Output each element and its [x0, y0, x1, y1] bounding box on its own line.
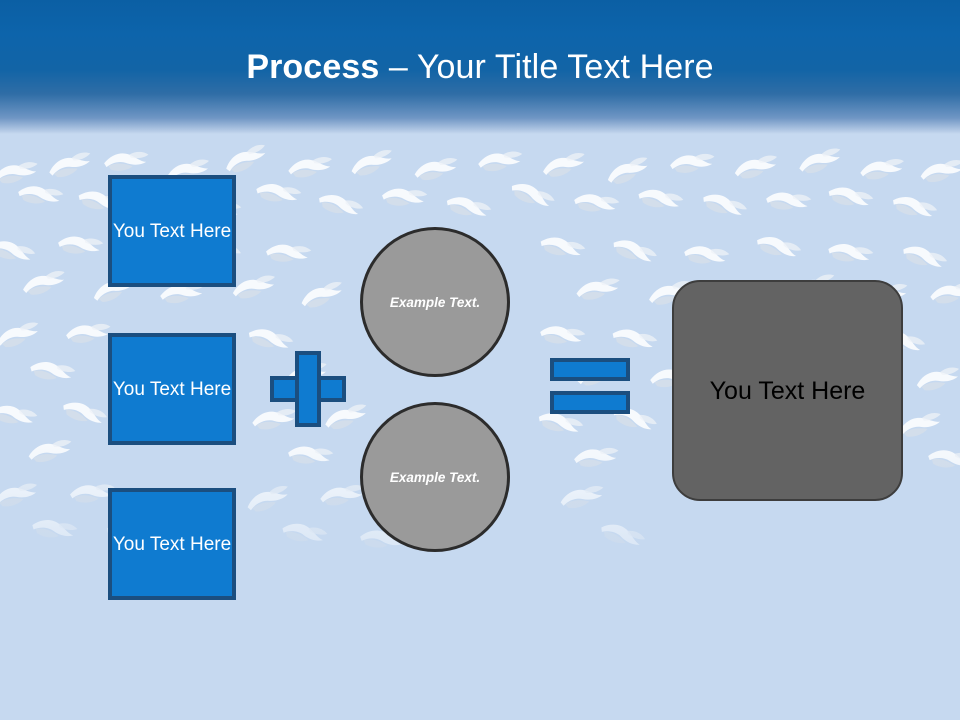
result-box-label: You Text Here	[709, 376, 866, 405]
slide-header-band	[0, 0, 960, 134]
equals-icon	[550, 358, 630, 414]
slide-title-rest: – Your Title Text Here	[379, 48, 714, 86]
input-box-1[interactable]: You Text Here	[108, 175, 236, 287]
slide-title-strong: Process	[246, 48, 380, 86]
input-box-2-label: You Text Here	[112, 378, 232, 400]
result-box[interactable]: You Text Here	[672, 280, 903, 501]
equals-icon-top-bar	[550, 358, 630, 381]
input-box-1-label: You Text Here	[112, 220, 232, 242]
plus-icon	[270, 351, 346, 427]
modifier-circle-1[interactable]: Example Text.	[360, 227, 510, 377]
modifier-circle-2[interactable]: Example Text.	[360, 402, 510, 552]
input-box-2[interactable]: You Text Here	[108, 333, 236, 445]
input-box-3[interactable]: You Text Here	[108, 488, 236, 600]
equals-icon-bottom-bar	[550, 391, 630, 414]
modifier-circle-1-label: Example Text.	[389, 294, 481, 310]
plus-icon-center-fill	[299, 380, 317, 398]
input-box-3-label: You Text Here	[112, 533, 232, 555]
modifier-circle-2-label: Example Text.	[389, 469, 481, 485]
slide-title: Process – Your Title Text Here	[0, 47, 960, 87]
